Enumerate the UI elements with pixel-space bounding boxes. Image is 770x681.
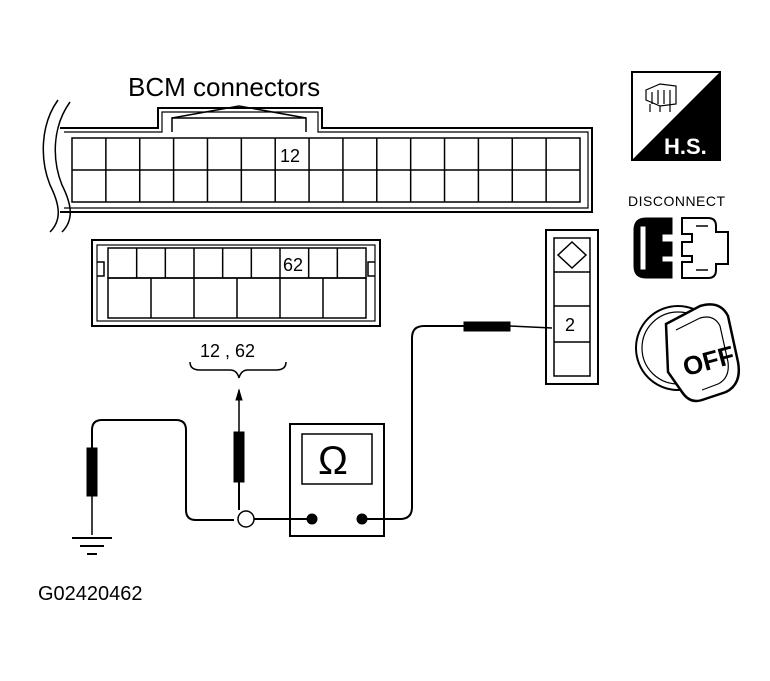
upper-pin-12-label: 12 xyxy=(280,146,300,166)
harness-icon xyxy=(631,71,721,161)
ground-icon xyxy=(72,537,112,555)
connector-test-probe xyxy=(362,321,553,520)
figure-code: G02420462 xyxy=(38,583,143,605)
disconnect-label: DISCONNECT xyxy=(628,193,726,209)
lower-pin-62-label: 62 xyxy=(283,255,303,275)
pins-label: 12 , 62 xyxy=(200,341,255,361)
upper-bcm-connector xyxy=(42,99,593,233)
bcm-test-probe xyxy=(233,388,245,510)
diagram-title: BCM connectors xyxy=(128,72,320,102)
ignition-key-icon xyxy=(635,303,740,403)
ground-probe xyxy=(86,419,234,535)
lower-bcm-connector xyxy=(91,239,381,327)
hs-badge: H.S. xyxy=(664,134,707,159)
pins-brace xyxy=(189,361,287,379)
probe-junction xyxy=(237,510,255,528)
disconnect-icon xyxy=(633,217,729,279)
right-pin-2-label: 2 xyxy=(565,315,575,335)
ohm-symbol: Ω xyxy=(318,439,348,483)
right-connector xyxy=(545,229,599,385)
